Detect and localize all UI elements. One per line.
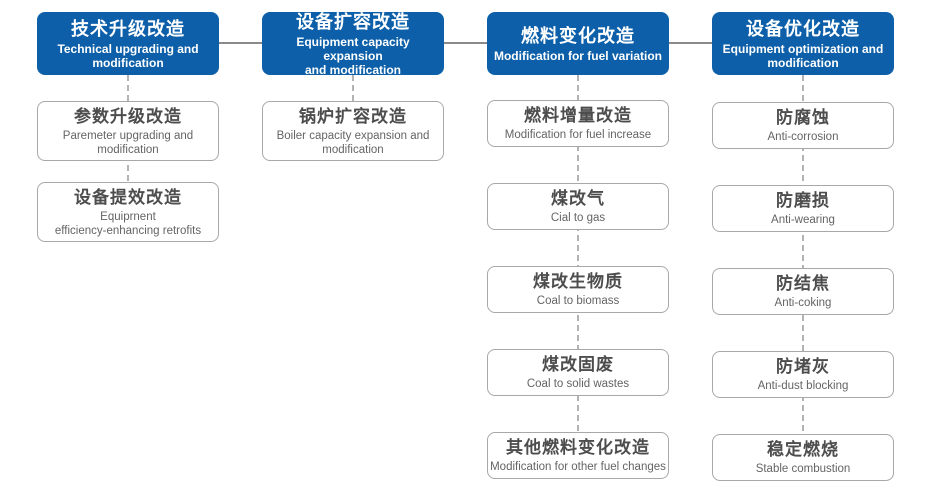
node-title-en: Equiprnent efficiency-enhancing retrofit… xyxy=(54,210,202,237)
category-title-en: Equipment optimization and modification xyxy=(722,41,884,70)
node-title-zh: 煤改固废 xyxy=(542,355,614,374)
node-title-zh: 煤改气 xyxy=(551,189,605,208)
column-technical-upgrading: 技术升级改造 Technical upgrading and modificat… xyxy=(37,0,219,242)
category-title-zh: 燃料变化改造 xyxy=(521,25,635,46)
category-title-zh: 设备扩容改造 xyxy=(296,11,410,32)
node-title-zh: 其他燃料变化改造 xyxy=(506,438,650,457)
header-connector-line xyxy=(128,42,803,44)
node-other-fuel-changes: 其他燃料变化改造 Modification for other fuel cha… xyxy=(487,432,669,479)
node-title-zh: 防结焦 xyxy=(776,274,830,293)
node-title-en: Anti-corrosion xyxy=(767,131,839,143)
column-fuel-variation: 燃料变化改造 Modification for fuel variation 燃… xyxy=(487,0,669,479)
node-title-en: Modification for fuel increase xyxy=(504,129,652,141)
node-parameter-upgrading: 参数升级改造 Paremeter upgrading and modificat… xyxy=(37,101,219,161)
category-title-zh: 设备优化改造 xyxy=(746,18,860,39)
column-equipment-optimization: 设备优化改造 Equipment optimization and modifi… xyxy=(712,0,894,481)
node-coal-to-biomass: 煤改生物质 Coal to biomass xyxy=(487,266,669,313)
dashed-connector-line xyxy=(352,75,354,107)
node-title-en: Anti-wearing xyxy=(771,214,835,226)
node-coal-to-gas: 煤改气 Cial to gas xyxy=(487,183,669,230)
node-title-zh: 防堵灰 xyxy=(776,357,830,376)
node-title-en: Stable combustion xyxy=(755,463,851,475)
node-title-en: Anti-coking xyxy=(774,297,832,309)
dashed-connector-line xyxy=(802,75,804,440)
node-title-en: Coal to biomass xyxy=(536,295,620,307)
column-capacity-expansion: 设备扩容改造 Equipment capacity expansion and … xyxy=(262,0,444,161)
category-header-technical-upgrading: 技术升级改造 Technical upgrading and modificat… xyxy=(37,12,219,75)
node-efficiency-retrofit: 设备提效改造 Equiprnent efficiency-enhancing r… xyxy=(37,182,219,242)
category-title-zh: 技术升级改造 xyxy=(71,18,185,39)
node-anti-dust-blocking: 防堵灰 Anti-dust blocking xyxy=(712,351,894,398)
node-stable-combustion: 稳定燃烧 Stable combustion xyxy=(712,434,894,481)
node-title-en: Cial to gas xyxy=(550,212,606,224)
category-header-equipment-optimization: 设备优化改造 Equipment optimization and modifi… xyxy=(712,12,894,75)
category-header-fuel-variation: 燃料变化改造 Modification for fuel variation xyxy=(487,12,669,75)
node-anti-corrosion: 防腐蚀 Anti-corrosion xyxy=(712,102,894,149)
node-anti-coking: 防结焦 Anti-coking xyxy=(712,268,894,315)
dashed-connector-line xyxy=(577,75,579,438)
node-title-zh: 防腐蚀 xyxy=(776,108,830,127)
category-title-en: Modification for fuel variation xyxy=(493,48,662,63)
node-title-zh: 设备提效改造 xyxy=(74,187,182,207)
node-title-zh: 煤改生物质 xyxy=(533,272,623,291)
node-title-zh: 防磨损 xyxy=(776,191,830,210)
node-boiler-expansion: 锅炉扩容改造 Boiler capacity expansion and mod… xyxy=(262,101,444,161)
category-title-en: Technical upgrading and modification xyxy=(57,41,199,70)
node-title-en: Boiler capacity expansion and modificati… xyxy=(276,129,430,156)
node-title-zh: 锅炉扩容改造 xyxy=(299,106,407,126)
node-title-en: Paremeter upgrading and modification xyxy=(62,129,194,156)
node-fuel-increase: 燃料增量改造 Modification for fuel increase xyxy=(487,100,669,147)
category-title-en: Equipment capacity expansion and modific… xyxy=(296,34,410,77)
node-title-en: Modification for other fuel changes xyxy=(490,461,666,473)
node-coal-to-solid-waste: 煤改固废 Coal to solid wastes xyxy=(487,349,669,396)
node-title-zh: 参数升级改造 xyxy=(74,106,182,126)
category-header-capacity-expansion: 设备扩容改造 Equipment capacity expansion and … xyxy=(262,11,444,77)
node-title-zh: 燃料增量改造 xyxy=(524,106,632,125)
node-title-zh: 稳定燃烧 xyxy=(767,440,839,459)
node-title-en: Coal to solid wastes xyxy=(526,378,630,390)
node-title-en: Anti-dust blocking xyxy=(757,380,849,392)
node-anti-wearing: 防磨损 Anti-wearing xyxy=(712,185,894,232)
